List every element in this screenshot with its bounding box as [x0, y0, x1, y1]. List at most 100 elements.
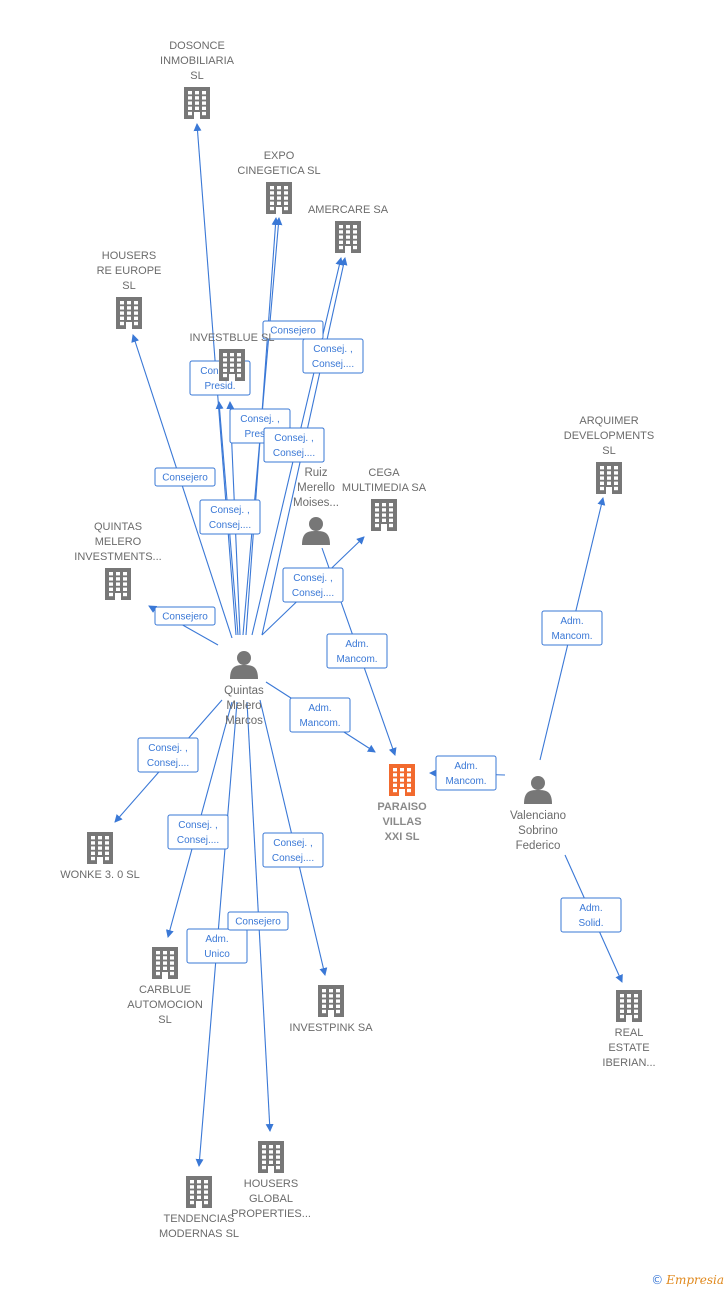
node-housers_global[interactable]: HOUSERS GLOBAL PROPERTIES...	[231, 1141, 311, 1220]
edge-label-text: Presid.	[244, 429, 275, 440]
edge-label[interactable]: Consej. ,Consej....	[263, 427, 325, 463]
building-icon	[184, 87, 210, 119]
edge-label[interactable]: Adm. Mancom.	[435, 755, 497, 791]
node-label: GLOBAL	[249, 1193, 293, 1205]
node-label: EXPO	[264, 150, 295, 162]
node-label: Quintas	[224, 685, 264, 697]
node-label: DEVELOPMENTS	[564, 430, 654, 442]
building-icon	[335, 221, 361, 253]
node-label: WONKE 3. 0 SL	[60, 869, 139, 881]
brand-footer[interactable]: ©Empresia	[651, 1273, 724, 1287]
node-label: HOUSERS	[102, 250, 156, 262]
person-icon	[524, 776, 552, 804]
edge-label[interactable]: Adm.Mancom.	[541, 610, 603, 646]
building-icon	[105, 568, 131, 600]
edge-label[interactable]: Consej. ,Consej....	[137, 737, 199, 773]
node-ruiz[interactable]: RuizMerelloMoises...	[293, 467, 339, 545]
node-investpink[interactable]: INVESTPINK SA	[289, 985, 373, 1034]
edge-label-text: Consej....	[177, 835, 219, 846]
node-label: SL	[122, 280, 135, 292]
edge-label[interactable]: Consej. , Consej....	[302, 338, 364, 374]
edge-label-text: Consej....	[273, 448, 315, 459]
node-label: ARQUIMER	[579, 415, 638, 427]
building-icon	[389, 764, 415, 796]
edge-label-text: Consej. ,	[313, 344, 352, 355]
node-amercare[interactable]: AMERCARE SA	[308, 204, 389, 253]
node-label: Federico	[516, 840, 561, 852]
edge-label-text: Consej....	[147, 758, 189, 769]
edge-label-text: Consejero	[162, 612, 208, 623]
edge-label-text: Consej. ,	[210, 505, 249, 516]
edge-label-text: Consejero	[270, 326, 316, 337]
node-tendencias[interactable]: TENDENCIAS MODERNAS SL	[159, 1176, 239, 1240]
edge-label-text: Mancom.	[445, 776, 486, 787]
node-label: INVESTBLUE SL	[190, 332, 275, 344]
person-icon	[302, 517, 330, 545]
building-icon	[152, 947, 178, 979]
edge-label-text: Consej....	[312, 359, 354, 370]
edge-label[interactable]: Consejero	[227, 911, 289, 931]
edge-label[interactable]: Consejero	[154, 606, 216, 626]
node-label: PROPERTIES...	[231, 1208, 311, 1220]
person-icon	[230, 651, 258, 679]
building-icon	[258, 1141, 284, 1173]
building-icon	[219, 349, 245, 381]
edge-label[interactable]: Consej. , Consej....	[199, 499, 261, 535]
edge-label[interactable]: Adm.Solid.	[560, 897, 622, 933]
edge-label[interactable]: Consej. ,Consej....	[262, 832, 324, 868]
node-label: INMOBILIARIA	[160, 55, 235, 67]
node-label: Sobrino	[518, 825, 558, 837]
node-label: REAL	[615, 1027, 644, 1039]
building-icon	[318, 985, 344, 1017]
node-label: AUTOMOCION	[127, 999, 203, 1011]
node-label: RE EUROPE	[97, 265, 162, 277]
node-real_estate[interactable]: REALESTATEIBERIAN...	[602, 990, 656, 1069]
edge-label[interactable]: Adm.Mancom.	[289, 697, 351, 733]
node-label: QUINTAS	[94, 521, 142, 533]
edge-label[interactable]: Adm.Mancom.	[326, 633, 388, 669]
edge-label[interactable]: Consej. ,Consej....	[282, 567, 344, 603]
node-label: SL	[158, 1014, 171, 1026]
node-quintas_inv[interactable]: QUINTASMELEROINVESTMENTS...	[74, 521, 162, 600]
node-label: Valenciano	[510, 810, 566, 822]
edge-label-text: Consej....	[209, 520, 251, 531]
node-wonke[interactable]: WONKE 3. 0 SL	[60, 832, 140, 881]
edge-label-text: Consej....	[272, 853, 314, 864]
node-label: INVESTPINK SA	[289, 1022, 373, 1034]
node-label: HOUSERS	[244, 1178, 298, 1190]
node-label: MODERNAS SL	[159, 1228, 239, 1240]
node-arquimer[interactable]: ARQUIMER DEVELOPMENTS SL	[564, 415, 654, 494]
edge-label-text: Adm.	[205, 934, 228, 945]
edge-label-text: Solid.	[578, 918, 603, 929]
node-housers_re[interactable]: HOUSERS RE EUROPE SL	[97, 250, 162, 329]
edge-label-text: Consejero	[235, 917, 281, 928]
building-icon	[596, 462, 622, 494]
node-label: TENDENCIAS	[164, 1213, 235, 1225]
edge-label[interactable]: Consejero	[262, 320, 324, 340]
edge-label-text: Presid.	[204, 381, 235, 392]
node-label: SL	[602, 445, 615, 457]
edge-label[interactable]: Adm.Unico	[186, 928, 248, 964]
edge-label-text: Adm.	[560, 616, 583, 627]
node-label: MELERO	[95, 536, 142, 548]
node-label: Marcos	[225, 715, 263, 727]
node-investblue[interactable]: INVESTBLUE SL	[190, 332, 275, 381]
edge-label-text: Adm.	[454, 761, 477, 772]
building-icon	[116, 297, 142, 329]
edge-label-text: Adm.	[308, 703, 331, 714]
edge-label[interactable]: Consejero	[154, 467, 216, 487]
edge-label-text: Consejero	[162, 473, 208, 484]
edge-label[interactable]: Consej. ,Consej....	[167, 814, 229, 850]
node-label: Melero	[226, 700, 261, 712]
building-icon	[87, 832, 113, 864]
